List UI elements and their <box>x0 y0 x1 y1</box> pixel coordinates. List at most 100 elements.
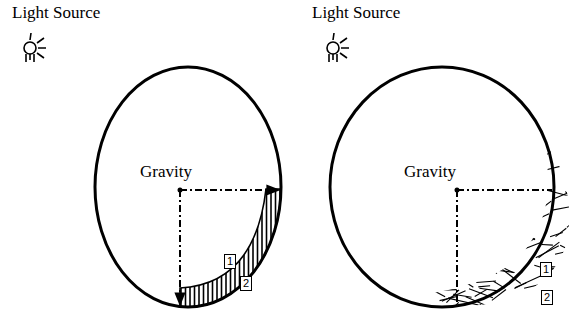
hatch-line <box>194 185 196 310</box>
hatch-stroke <box>492 289 506 300</box>
hatch-stroke <box>508 147 521 157</box>
hatch-stroke <box>481 166 498 168</box>
hatch-line <box>266 185 268 310</box>
hatch-stroke <box>510 165 527 178</box>
hatch-stroke <box>511 238 535 251</box>
hatch-stroke <box>567 215 574 228</box>
crescent-outline <box>180 189 281 307</box>
hatch-stroke <box>403 193 414 195</box>
hatch-stroke <box>401 306 416 309</box>
hatch-stroke <box>516 130 537 141</box>
hatch-stroke <box>523 133 537 143</box>
hatch-stroke <box>496 139 513 144</box>
hatch-stroke <box>538 158 547 163</box>
hatch-line <box>180 185 182 310</box>
hatch-line <box>216 185 218 310</box>
hatch-stroke <box>405 236 429 244</box>
callout-number: 1 <box>224 254 236 269</box>
hatch-stroke <box>485 226 498 235</box>
hatch-stroke <box>570 126 574 140</box>
callout-number: 2 <box>541 290 553 305</box>
hatch-stroke <box>469 174 483 188</box>
hatch-line <box>239 185 241 310</box>
hatch-line <box>230 185 232 310</box>
hatch-stroke <box>479 234 489 241</box>
hatch-stroke <box>477 208 500 226</box>
hatch-stroke <box>500 268 521 284</box>
hatch-stroke <box>514 207 539 218</box>
hatch-stroke <box>506 197 516 205</box>
hatch-stroke <box>479 288 499 291</box>
hatch-stroke <box>514 152 529 153</box>
hatch-stroke <box>408 210 431 217</box>
hatch-stroke <box>447 270 473 287</box>
hatch-stroke <box>430 306 445 307</box>
hatch-stroke <box>487 259 514 272</box>
light-source-icon <box>24 33 46 62</box>
hatch-stroke <box>555 248 574 254</box>
gravity-axes <box>180 190 552 306</box>
hatch-stroke <box>409 201 441 203</box>
hatch-stroke <box>568 286 574 292</box>
hatch-stroke <box>457 212 475 227</box>
hatch-stroke <box>476 204 506 206</box>
hatch-stroke <box>527 214 549 224</box>
hatch-stroke <box>400 222 410 224</box>
hatch-stroke <box>475 254 497 274</box>
hatch-stroke <box>486 142 505 149</box>
hatch-stroke <box>454 278 475 279</box>
regular-hatching <box>181 185 280 310</box>
hatch-stroke <box>410 183 432 184</box>
hatch-line <box>221 185 223 310</box>
hatch-stroke <box>517 190 533 198</box>
hatch-stroke <box>560 245 574 256</box>
hatch-stroke <box>452 206 472 221</box>
hatch-stroke <box>473 234 489 238</box>
hatch-stroke <box>439 236 451 238</box>
hatch-stroke <box>514 132 524 142</box>
hatch-stroke <box>554 295 574 301</box>
gravity-label: Gravity <box>404 163 456 182</box>
hatch-stroke <box>476 281 496 283</box>
hatch-stroke <box>509 153 521 155</box>
hatch-stroke <box>487 215 508 230</box>
hatch-stroke <box>528 152 551 167</box>
hatch-stroke <box>569 154 574 160</box>
hatch-line <box>252 185 254 310</box>
hatch-line <box>270 185 272 310</box>
hatch-stroke <box>435 227 445 230</box>
hatch-stroke <box>498 190 521 203</box>
hatch-stroke <box>477 214 497 233</box>
hatch-stroke <box>484 179 505 182</box>
hatch-stroke <box>497 226 512 237</box>
hatch-stroke <box>448 196 461 200</box>
hatch-stroke <box>475 259 486 264</box>
hatch-stroke <box>542 244 553 246</box>
hatch-stroke <box>510 193 539 203</box>
hatch-stroke <box>482 212 495 215</box>
hatch-stroke <box>540 201 552 210</box>
hatch-stroke <box>468 173 497 182</box>
hatch-stroke <box>544 166 563 171</box>
hatch-stroke <box>478 286 490 287</box>
irregular-hatching <box>400 126 574 315</box>
hatch-stroke <box>421 189 451 192</box>
hatch-stroke <box>507 212 536 214</box>
hatch-stroke <box>550 232 563 236</box>
hatch-stroke <box>502 196 527 215</box>
hatch-stroke <box>448 225 469 239</box>
hatch-stroke <box>442 289 457 291</box>
hatch-stroke <box>421 284 445 297</box>
hatch-stroke <box>444 208 461 221</box>
hatch-stroke <box>480 304 496 315</box>
hatch-stroke <box>514 283 526 289</box>
hatch-stroke <box>451 302 458 309</box>
eye-outline <box>330 67 554 307</box>
hatch-stroke <box>503 201 529 210</box>
hatch-stroke <box>488 269 515 273</box>
hatch-stroke <box>518 285 541 298</box>
hatch-stroke <box>477 153 493 168</box>
hatch-stroke <box>470 176 481 178</box>
